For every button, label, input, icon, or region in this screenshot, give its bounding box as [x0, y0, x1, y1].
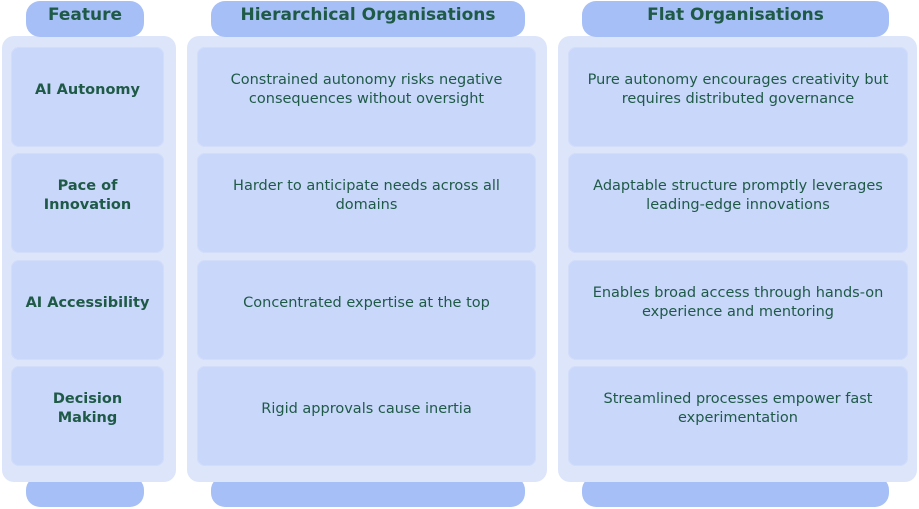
- feature-label: Pace of Innovation: [43, 178, 132, 213]
- hierarchical-cell-ai-accessibility: Concentrated expertise at the top: [197, 260, 536, 360]
- flat-text: Adaptable structure promptly leverages l…: [593, 178, 883, 213]
- flat-text: Pure autonomy encourages creativity but …: [587, 72, 889, 107]
- feature-label: Decision Making: [52, 391, 123, 426]
- hierarchical-column-header-label: Hierarchical Organisations: [240, 5, 496, 25]
- flat-column-header-label: Flat Organisations: [647, 5, 824, 25]
- flat-text: Streamlined processes empower fast exper…: [603, 391, 873, 426]
- flat-cell-ai-autonomy: Pure autonomy encourages creativity but …: [568, 47, 908, 147]
- feature-label: AI Autonomy: [35, 81, 140, 98]
- hierarchical-text: Harder to anticipate needs across all do…: [233, 178, 500, 213]
- feature-cell-pace-of-innovation: Pace of Innovation: [11, 153, 164, 253]
- feature-cell-ai-autonomy: AI Autonomy: [11, 47, 164, 147]
- flat-cell-ai-accessibility: Enables broad access through hands-on ex…: [568, 260, 908, 360]
- feature-column-header: Feature: [26, 1, 144, 37]
- feature-cell-decision-making: Decision Making: [11, 366, 164, 466]
- hierarchical-cell-decision-making: Rigid approvals cause inertia: [197, 366, 536, 466]
- feature-column-header-label: Feature: [47, 5, 123, 25]
- feature-cell-ai-accessibility: AI Accessibility: [11, 260, 164, 360]
- hierarchical-column-header: Hierarchical Organisations: [211, 1, 525, 37]
- hierarchical-cell-pace-of-innovation: Harder to anticipate needs across all do…: [197, 153, 536, 253]
- flat-column-header: Flat Organisations: [582, 1, 889, 37]
- feature-label: AI Accessibility: [25, 294, 150, 311]
- flat-cell-decision-making: Streamlined processes empower fast exper…: [568, 366, 908, 466]
- hierarchical-text: Rigid approvals cause inertia: [261, 400, 472, 417]
- hierarchical-text: Concentrated expertise at the top: [243, 294, 490, 311]
- hierarchical-text: Constrained autonomy risks negative cons…: [230, 72, 503, 107]
- hierarchical-cell-ai-autonomy: Constrained autonomy risks negative cons…: [197, 47, 536, 147]
- flat-cell-pace-of-innovation: Adaptable structure promptly leverages l…: [568, 153, 908, 253]
- flat-text: Enables broad access through hands-on ex…: [592, 285, 884, 320]
